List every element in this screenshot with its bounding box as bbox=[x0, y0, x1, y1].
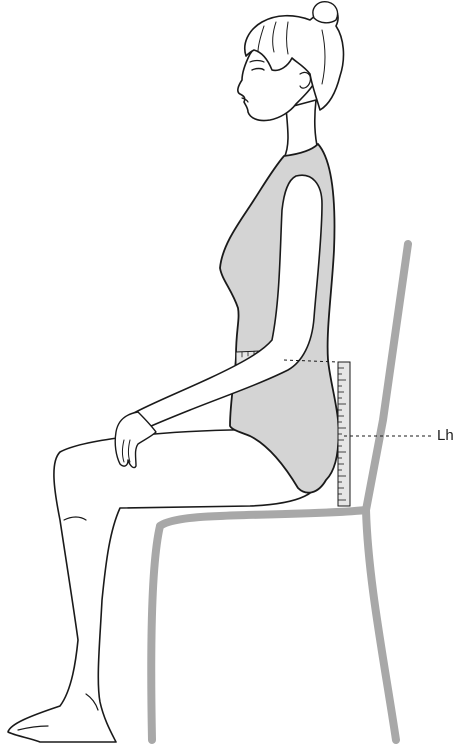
chair-back-leg bbox=[366, 510, 396, 740]
hair-bun bbox=[313, 2, 338, 23]
figure bbox=[8, 2, 343, 742]
chair-front-leg bbox=[151, 526, 160, 740]
hip-height-label: Lh bbox=[437, 428, 454, 443]
thigh-and-leg bbox=[8, 430, 326, 742]
chair-backrest bbox=[366, 244, 408, 510]
chair-seat bbox=[160, 510, 366, 526]
